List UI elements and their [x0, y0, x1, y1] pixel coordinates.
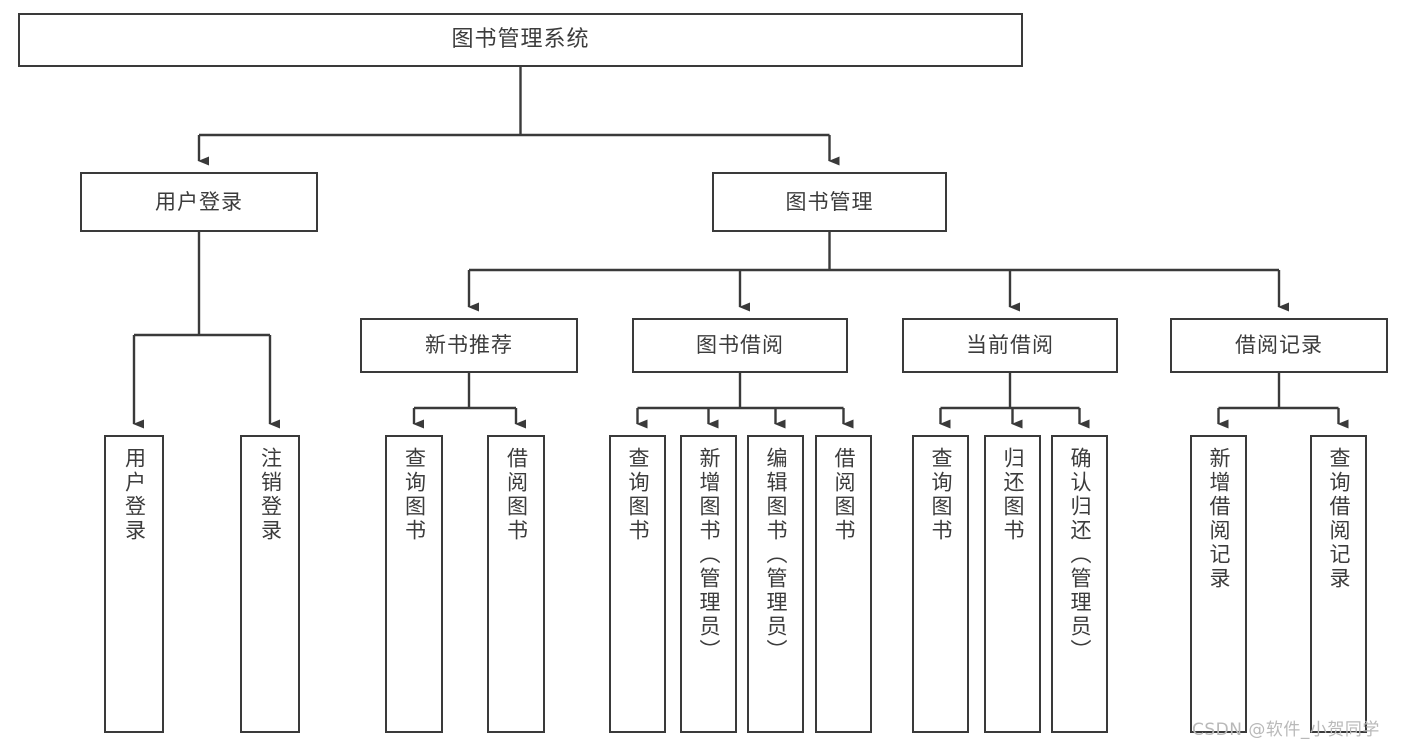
node-label: 借阅图书: [504, 447, 529, 543]
node-leaf-cur-confirm[interactable]: 确认归还（管理员）: [1051, 435, 1108, 733]
node-label: 当前借阅: [966, 333, 1054, 358]
node-label: 注销登录: [258, 447, 283, 543]
node-label: 查询图书: [402, 447, 427, 543]
node-borrow[interactable]: 图书借阅: [632, 318, 848, 373]
node-label: 新增借阅记录: [1207, 447, 1231, 591]
node-label: 图书借阅: [696, 333, 784, 358]
node-label: 借阅记录: [1235, 333, 1323, 358]
node-leaf-new-query[interactable]: 查询图书: [385, 435, 443, 733]
node-label: 查询借阅记录: [1327, 447, 1351, 591]
node-label: 归还图书: [1001, 447, 1025, 543]
csdn-watermark: CSDN @软件_小贺同学: [1192, 720, 1380, 740]
node-label: 确认归还（管理员）: [1068, 447, 1092, 663]
node-leaf-user-login[interactable]: 用户登录: [104, 435, 164, 733]
node-label: 图书管理: [785, 189, 874, 214]
node-root[interactable]: 图书管理系统: [18, 13, 1023, 67]
node-leaf-cur-return[interactable]: 归还图书: [984, 435, 1041, 733]
node-leaf-br-borrow[interactable]: 借阅图书: [815, 435, 872, 733]
node-leaf-br-add[interactable]: 新增图书（管理员）: [680, 435, 737, 733]
node-records[interactable]: 借阅记录: [1170, 318, 1388, 373]
node-leaf-cur-query[interactable]: 查询图书: [912, 435, 969, 733]
node-leaf-br-query[interactable]: 查询图书: [609, 435, 666, 733]
node-leaf-new-borrow[interactable]: 借阅图书: [487, 435, 545, 733]
node-leaf-rec-query[interactable]: 查询借阅记录: [1310, 435, 1367, 733]
node-newbook[interactable]: 新书推荐: [360, 318, 578, 373]
node-label: 用户登录: [155, 189, 243, 214]
node-leaf-user-logout[interactable]: 注销登录: [240, 435, 300, 733]
node-label: 图书管理系统: [451, 27, 590, 53]
node-leaf-rec-add[interactable]: 新增借阅记录: [1190, 435, 1247, 733]
node-label: 借阅图书: [832, 447, 856, 543]
node-label: 新增图书（管理员）: [697, 447, 721, 663]
node-leaf-br-edit[interactable]: 编辑图书（管理员）: [747, 435, 804, 733]
node-label: 查询图书: [626, 447, 650, 543]
node-label: 新书推荐: [425, 333, 513, 358]
node-login[interactable]: 用户登录: [80, 172, 318, 232]
node-label: 编辑图书（管理员）: [764, 447, 788, 663]
node-label: 查询图书: [929, 447, 953, 543]
node-current[interactable]: 当前借阅: [902, 318, 1118, 373]
node-label: 用户登录: [122, 447, 147, 543]
node-bookmgmt[interactable]: 图书管理: [712, 172, 947, 232]
